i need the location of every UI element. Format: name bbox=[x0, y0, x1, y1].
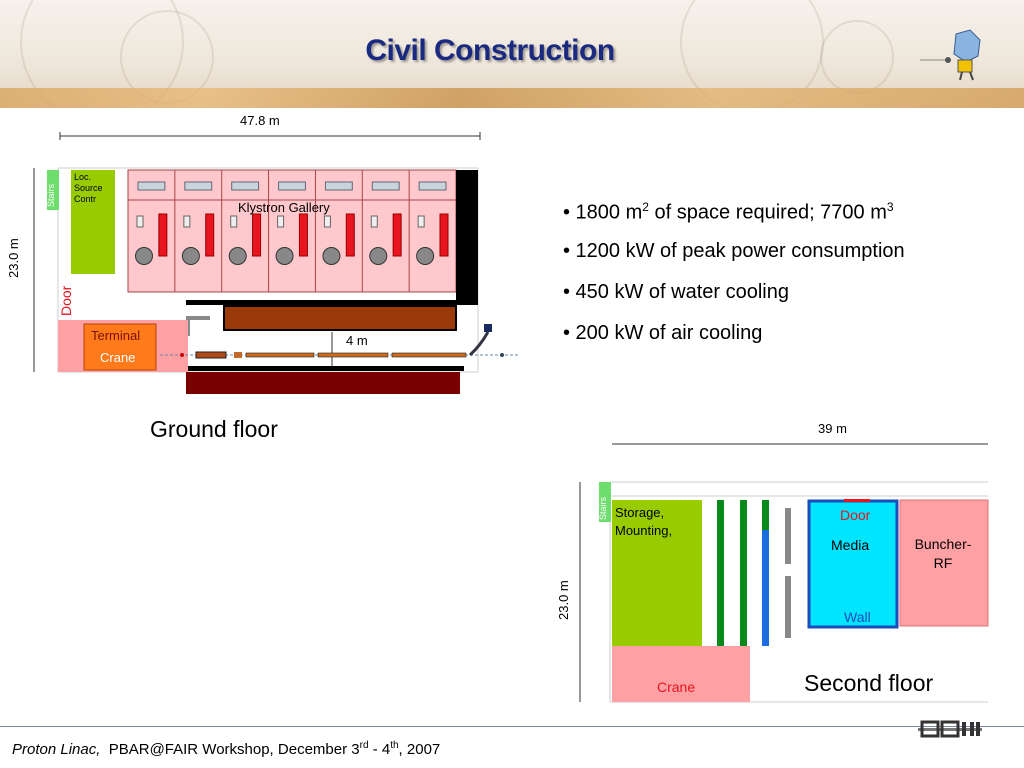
ground-floor-plan bbox=[33, 132, 520, 394]
bullet-power: • 1200 kW of peak power consumption bbox=[563, 240, 905, 262]
klystron-vent bbox=[137, 181, 166, 191]
end-wall bbox=[456, 170, 478, 302]
ground-width-label: 47.8 m bbox=[240, 113, 280, 128]
tunnel-width-label: 4 m bbox=[346, 333, 368, 348]
buncher-rf-label: Buncher- RF bbox=[914, 536, 972, 571]
klystron-switch bbox=[417, 215, 425, 228]
media-label: Media bbox=[831, 537, 870, 553]
second-stairs-block bbox=[599, 482, 611, 522]
source-control-block bbox=[71, 170, 115, 274]
page-title: Civil Construction bbox=[365, 34, 615, 67]
ground-floor-caption: Ground floor bbox=[150, 416, 278, 442]
footer-divider bbox=[0, 726, 1024, 727]
ground-height-label: 23.0 m bbox=[6, 238, 21, 278]
klystron-tube bbox=[369, 247, 388, 265]
klystron-rack bbox=[158, 213, 168, 257]
klystron-tube bbox=[228, 247, 247, 265]
bullet-air: • 200 kW of air cooling bbox=[563, 322, 763, 344]
storage-block bbox=[612, 500, 702, 646]
klystron-tube bbox=[322, 247, 341, 265]
wall-label: Wall bbox=[844, 609, 871, 625]
ground-door-label: Door bbox=[58, 285, 74, 316]
bullet-water: • 450 kW of water cooling bbox=[563, 281, 789, 303]
tunnel-bottom-bar bbox=[186, 372, 460, 394]
klystron-rack bbox=[345, 213, 355, 257]
second-width-label: 39 m bbox=[818, 421, 847, 436]
klystron-rack bbox=[205, 213, 215, 257]
crane-box bbox=[83, 323, 157, 371]
terminal-label: Terminal bbox=[91, 328, 141, 343]
tunnel-top-bar bbox=[223, 305, 457, 331]
ground-crane-label: Crane bbox=[100, 350, 136, 365]
header-band bbox=[0, 88, 1024, 108]
stairs-block bbox=[47, 170, 59, 210]
klystron-rack bbox=[252, 213, 262, 257]
second-crane-label: Crane bbox=[657, 679, 696, 695]
storage-label: Storage, Mounting, bbox=[615, 505, 673, 538]
klystron-vent bbox=[324, 181, 353, 191]
second-floor-caption: Second floor bbox=[804, 670, 934, 696]
klystron-switch bbox=[136, 215, 144, 228]
mascot-logo-icon bbox=[920, 29, 981, 81]
klystron-tube bbox=[181, 247, 200, 265]
klystron-switch bbox=[183, 215, 191, 228]
klystron-tube bbox=[416, 247, 435, 265]
buncher-rf-block bbox=[899, 499, 989, 627]
bullet-space: • 1800 m2 of space required; 7700 m3 bbox=[563, 200, 894, 224]
gsi-logo-icon bbox=[918, 720, 982, 738]
klystron-switch bbox=[323, 215, 331, 228]
media-block bbox=[807, 499, 899, 629]
klystron-vent bbox=[184, 181, 213, 191]
klystron-vent bbox=[371, 181, 400, 191]
klystron-vent bbox=[418, 181, 447, 191]
ground-stairs-label: Stairs bbox=[46, 183, 56, 207]
header-banner bbox=[0, 0, 1024, 108]
second-height-label: 23.0 m bbox=[556, 580, 571, 620]
klystron-rack bbox=[392, 213, 402, 257]
second-stairs-label: Stairs bbox=[598, 496, 608, 520]
second-crane-block bbox=[612, 646, 750, 702]
klystron-tube bbox=[275, 247, 294, 265]
second-door-label: Door bbox=[840, 507, 871, 523]
source-control-label: Loc. Source Contr bbox=[74, 172, 103, 204]
footer-text: Proton Linac, PBAR@FAIR Workshop, Decemb… bbox=[12, 740, 441, 758]
klystron-rack bbox=[439, 213, 449, 257]
klystron-switch bbox=[277, 215, 285, 228]
klystron-switch bbox=[230, 215, 238, 228]
klystron-switch bbox=[370, 215, 378, 228]
klystron-vent bbox=[231, 181, 260, 191]
klystron-rack bbox=[298, 213, 308, 257]
klystron-tube bbox=[135, 247, 153, 265]
second-floor-plan bbox=[579, 443, 989, 703]
klystron-gallery-label: Klystron Gallery bbox=[238, 200, 330, 215]
klystron-vent bbox=[278, 181, 306, 191]
